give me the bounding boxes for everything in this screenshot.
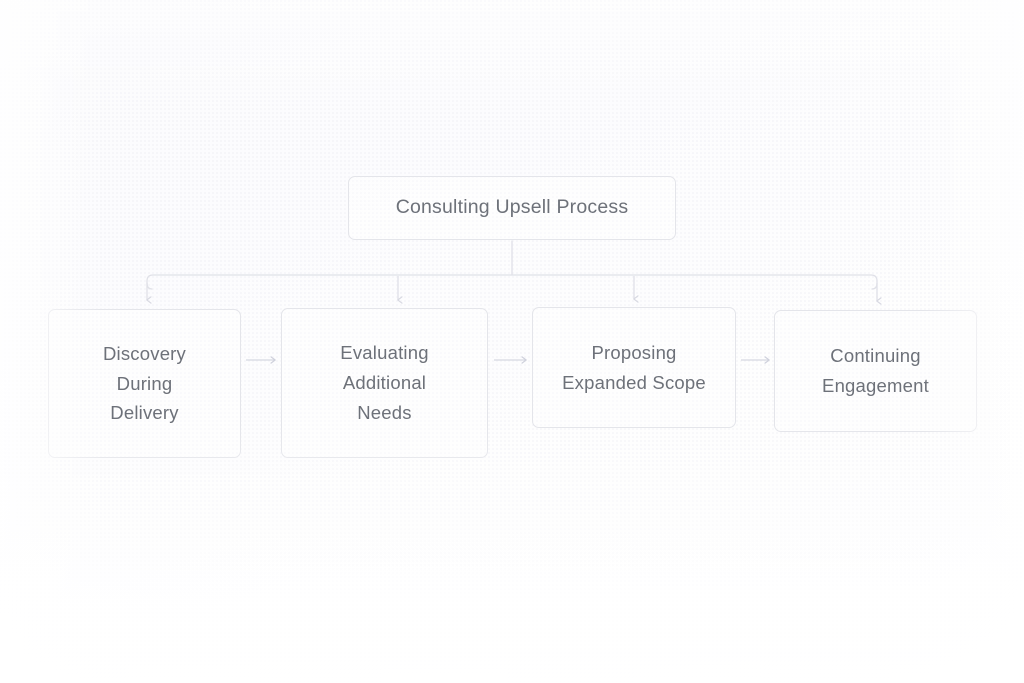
process-step-label: Continuing Engagement	[822, 345, 929, 396]
process-step-continuing-engagement: Continuing Engagement	[774, 310, 977, 432]
process-step-label: Discovery During Delivery	[102, 342, 186, 424]
process-step-label: Evaluating Additional Needs	[340, 342, 429, 423]
process-step-evaluating-additional-needs: Evaluating Additional Needs	[281, 308, 488, 458]
process-step-label: Proposing Expanded Scope	[562, 341, 706, 393]
diagram-title-label: Consulting Upsell Process	[395, 196, 629, 219]
process-step-proposing-expanded-scope: Proposing Expanded Scope	[532, 307, 736, 428]
connector-bus	[146, 274, 878, 290]
process-step-discovery-during-delivery: Discovery During Delivery	[48, 309, 241, 458]
diagram-title-node: Consulting Upsell Process	[348, 176, 676, 240]
